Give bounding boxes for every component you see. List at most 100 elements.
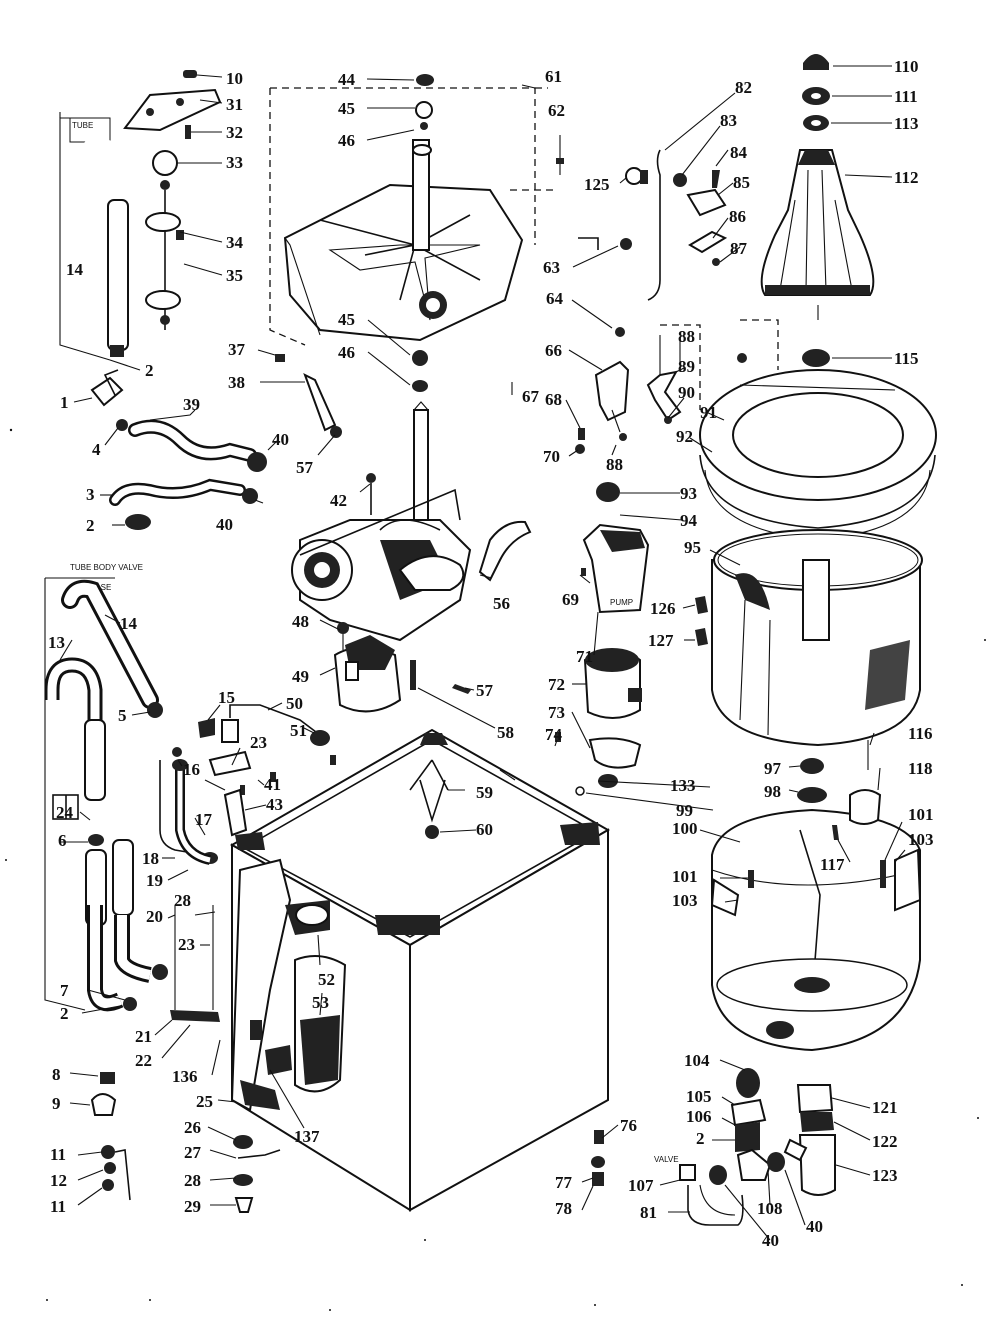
outer-tub-group (710, 740, 922, 1052)
drain-hoses (90, 369, 267, 530)
label-2-top: 2 (145, 361, 154, 380)
label-92: 92 (676, 427, 693, 446)
label-25: 25 (196, 1092, 213, 1111)
label-23-top: 23 (250, 733, 267, 752)
label-122: 122 (872, 1132, 898, 1151)
label-2-left: 2 (60, 1004, 69, 1023)
label-82: 82 (735, 78, 752, 97)
label-77: 77 (555, 1173, 573, 1192)
label-6: 6 (58, 831, 67, 850)
label-18: 18 (142, 849, 159, 868)
label-100: 100 (672, 819, 698, 838)
label-112: 112 (894, 168, 919, 187)
label-126: 126 (650, 599, 676, 618)
label-16: 16 (183, 760, 200, 779)
label-33: 33 (226, 153, 243, 172)
agitator-group (740, 54, 875, 370)
label-40-right: 40 (806, 1217, 823, 1236)
label-72: 72 (548, 675, 565, 694)
label-15: 15 (218, 688, 235, 707)
label-104: 104 (684, 1051, 710, 1070)
label-61: 61 (545, 67, 562, 86)
label-43: 43 (266, 795, 283, 814)
transmission-group (269, 74, 564, 438)
label-52: 52 (318, 970, 335, 989)
label-116: 116 (908, 724, 933, 743)
label-1: 1 (60, 393, 69, 412)
label-98: 98 (764, 782, 781, 801)
label-87: 87 (730, 239, 748, 258)
label-23-mid: 23 (178, 935, 195, 954)
label-40-bottom: 40 (762, 1231, 779, 1250)
label-111: 111 (894, 87, 918, 106)
label-22: 22 (135, 1051, 152, 1070)
label-95: 95 (684, 538, 701, 557)
label-58: 58 (497, 723, 514, 742)
label-49: 49 (292, 667, 309, 686)
tub-group (699, 369, 937, 747)
label-3: 3 (86, 485, 95, 504)
pump-note: PUMP (610, 598, 633, 607)
label-44: 44 (338, 70, 356, 89)
label-5: 5 (118, 706, 127, 725)
label-73: 73 (548, 703, 565, 722)
scan-speckles (5, 428, 986, 1311)
label-29: 29 (184, 1197, 201, 1216)
label-2-mid: 2 (86, 516, 95, 535)
cabinet-base (229, 728, 611, 1213)
label-103-right: 103 (908, 830, 934, 849)
lid-switch-parts (575, 149, 747, 454)
label-108: 108 (757, 1199, 783, 1218)
label-8: 8 (52, 1065, 61, 1084)
label-101-left: 101 (672, 867, 698, 886)
label-83: 83 (720, 111, 737, 130)
label-9: 9 (52, 1094, 61, 1113)
label-41: 41 (264, 775, 281, 794)
label-19: 19 (146, 871, 163, 890)
label-57-top: 57 (296, 458, 314, 477)
label-94: 94 (680, 511, 698, 530)
label-50: 50 (286, 694, 303, 713)
label-63: 63 (543, 258, 560, 277)
fill-hose-group-lower: TUBE BODY VALVE BASE (44, 563, 336, 1201)
label-12: 12 (50, 1171, 67, 1190)
gearcase (291, 401, 532, 713)
label-127: 127 (648, 631, 674, 650)
part-number-labels: 10 31 32 33 34 35 14 2 1 39 4 40 3 40 2 … (48, 57, 934, 1250)
label-123: 123 (872, 1166, 898, 1185)
label-89: 89 (678, 357, 695, 376)
label-46-mid: 46 (338, 343, 355, 362)
label-37: 37 (228, 340, 246, 359)
label-113: 113 (894, 114, 919, 133)
label-78: 78 (555, 1199, 572, 1218)
label-125: 125 (584, 175, 610, 194)
label-103-left: 103 (672, 891, 698, 910)
label-91: 91 (700, 403, 717, 422)
label-10: 10 (226, 69, 243, 88)
tube-body-valve-note: TUBE BODY VALVE (70, 563, 143, 572)
label-42: 42 (330, 491, 347, 510)
label-34: 34 (226, 233, 244, 252)
label-45-top: 45 (338, 99, 355, 118)
label-4: 4 (92, 440, 101, 459)
label-51: 51 (290, 721, 307, 740)
label-93: 93 (680, 484, 697, 503)
label-117: 117 (820, 855, 845, 874)
label-133: 133 (670, 776, 696, 795)
label-85: 85 (733, 173, 750, 192)
label-88-bottom: 88 (606, 455, 623, 474)
label-110: 110 (894, 57, 919, 76)
label-84: 84 (730, 143, 748, 162)
label-2-right: 2 (696, 1129, 705, 1148)
label-105: 105 (686, 1087, 712, 1106)
label-13: 13 (48, 633, 65, 652)
label-46-top: 46 (338, 131, 355, 150)
label-24: 24 (56, 803, 74, 822)
label-88-top: 88 (678, 327, 695, 346)
label-20: 20 (146, 907, 163, 926)
label-99: 99 (676, 801, 693, 820)
label-106: 106 (686, 1107, 712, 1126)
label-86: 86 (729, 207, 746, 226)
label-57-mid: 57 (476, 681, 494, 700)
